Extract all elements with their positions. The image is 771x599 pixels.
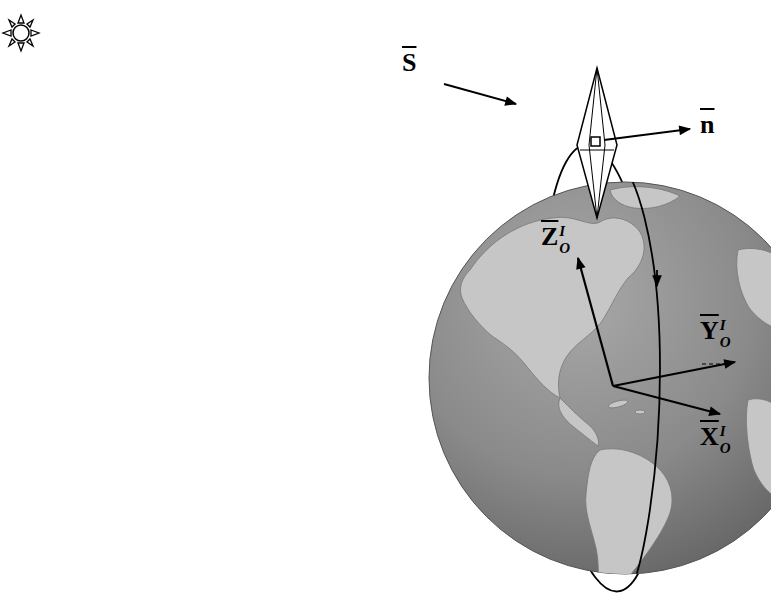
satellite [577, 68, 617, 218]
orbit-direction-arrow [656, 270, 658, 286]
x-axis-label: XIO [700, 424, 731, 456]
sun-vector [444, 84, 516, 104]
z-axis-label: ZIO [541, 224, 570, 256]
vector-symbol: S [402, 50, 416, 76]
index-stack: IO [720, 424, 731, 456]
vector-symbol: n [700, 112, 714, 138]
vector-symbol: Z [541, 224, 558, 250]
vector-symbol: X [700, 424, 719, 450]
frame-subscript: O [720, 441, 731, 456]
continents [460, 187, 771, 599]
frame-axes [578, 258, 735, 414]
sun-symbol [3, 15, 39, 51]
normal-vector-label: n [700, 112, 714, 138]
normal-vector [604, 129, 690, 140]
frame-superscript: I [720, 318, 731, 333]
frame-superscript: I [559, 224, 570, 239]
frame-subscript: O [720, 335, 731, 350]
index-stack: IO [720, 318, 731, 350]
frame-subscript: O [559, 241, 570, 256]
frame-superscript: I [720, 424, 731, 439]
index-stack: IO [559, 224, 570, 256]
y-axis-label: YIO [700, 318, 731, 350]
sun-vector-label: S [402, 50, 416, 76]
dashed-tick [702, 363, 726, 364]
orbit-front [596, 144, 660, 592]
vector-symbol: Y [700, 318, 719, 344]
